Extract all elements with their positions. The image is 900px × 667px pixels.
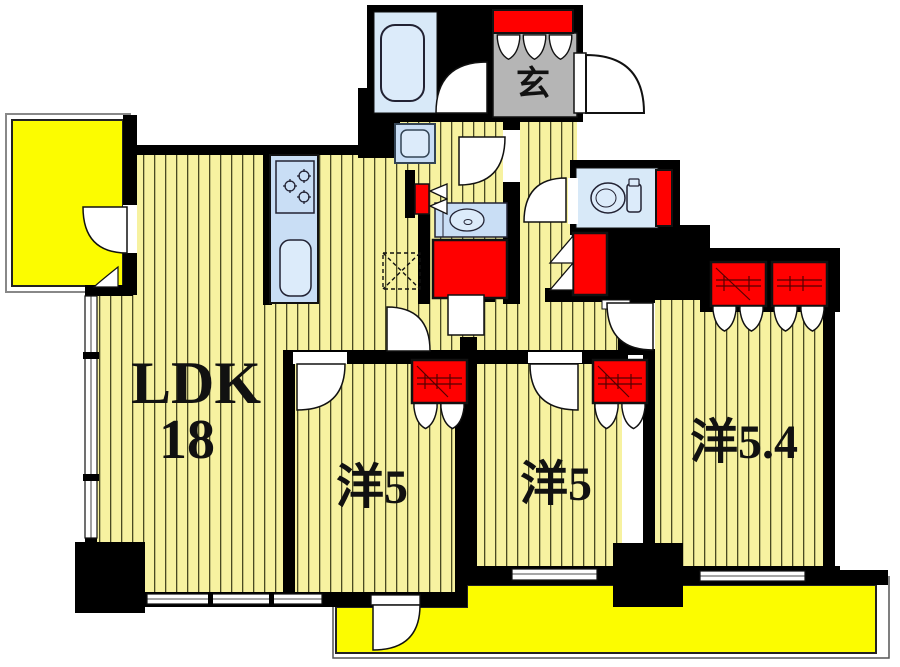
bedroom2-window [511,568,598,581]
bedroom3-closet-a [709,260,768,332]
shoe-cabinet [492,9,574,34]
front-door-leaf [573,52,587,114]
small-door-swing-icon [92,265,119,288]
main-balcony-outline [332,576,890,659]
bathroom-door-swing-icon [435,61,488,114]
bedroom1-balcony-door-swing-icon [372,604,421,651]
toilet-cabinet [655,169,673,227]
bedroom3-closet-b [770,260,829,332]
ldk-label: LDK [131,350,261,416]
service-balcony-door-swing-icon [82,206,128,254]
bedroom2-closet [591,358,649,430]
ldk-size-label: 18 [159,409,215,471]
service-balcony [11,119,124,287]
bifold-door-icon [548,234,574,264]
windows [83,295,806,606]
front-door-swing-icon [585,53,646,114]
bifold-door-icon [428,198,448,216]
toilet-bowl-icon [590,182,626,214]
refrigerator-space-icon [382,252,421,290]
bedroom1-closet [410,358,469,430]
bedroom2-door-swing-icon [529,363,579,411]
bifold-door-icon [548,261,574,291]
bedroom2-label: 洋5 [520,458,592,511]
bedroom1-label: 洋5 [336,461,408,514]
balcony-door-leaf [370,594,421,606]
bedroom3-door-swing-icon [606,302,654,351]
washroom-door-swing-icon [458,136,506,186]
bedroom3-label: 洋5.4 [690,416,798,469]
washroom-cabinet [431,238,509,300]
kitchen-sink-icon [279,239,312,297]
toilet-tank-icon [626,183,642,213]
hall-closet [548,231,609,297]
bedroom1-door-swing-icon [296,363,346,411]
toilet-door-swing-icon [523,177,567,223]
ldk-corridor-door-swing-icon [386,306,431,352]
bedroom3-floor [650,300,830,578]
stove-burners-icon [283,169,311,204]
bifold-door-icon [428,183,448,201]
bathtub-icon [380,24,425,102]
open-door-leaf [447,294,485,336]
washroom-bifold-cabinet [414,183,430,215]
entrance-label: 玄 [516,65,550,103]
